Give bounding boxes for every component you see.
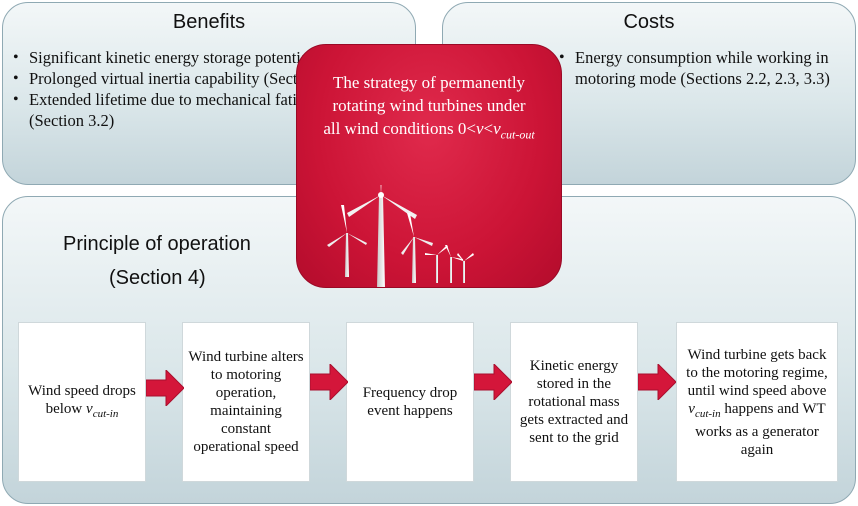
step-3-box: Frequency drop event happens [346, 322, 474, 482]
principle-section: (Section 4) [109, 267, 206, 289]
turbine-blade [457, 253, 464, 261]
turbine-blade [437, 245, 448, 255]
right-arrow-icon [474, 364, 512, 400]
right-arrow-icon [638, 364, 676, 400]
strategy-line: rotating wind turbines under [332, 96, 526, 115]
step-2-box: Wind turbine alters to motoring operatio… [182, 322, 310, 482]
step-2-text: Wind turbine alters to motoring operatio… [188, 349, 304, 455]
strategy-text: The strategy of permanently rotating win… [305, 71, 553, 146]
turbine-tower [377, 195, 385, 287]
turbine-blade [464, 253, 474, 261]
turbine-tower [463, 261, 465, 283]
turbine-blade [414, 237, 433, 246]
turbine-blade [341, 205, 347, 233]
cutin-subscript: cut-in [694, 407, 721, 420]
cost-item: Energy consumption while working in moto… [555, 47, 845, 89]
strategy-line-prefix: all wind conditions 0< [323, 119, 476, 138]
strategy-line: The strategy of permanently [332, 73, 526, 92]
step-1-box: Wind speed drops below vcut-in [18, 322, 146, 482]
right-arrow-icon [310, 364, 348, 400]
cutin-subscript: cut-in [92, 407, 119, 420]
turbine-blade [380, 185, 382, 195]
turbine-tower [450, 257, 452, 283]
turbine-blade [445, 245, 451, 257]
step-4-text: Kinetic energy stored in the rotational … [519, 358, 629, 446]
strategy-card: The strategy of permanently rotating win… [296, 44, 562, 288]
v-cutout-symbol: v [493, 119, 501, 138]
turbine-blade [347, 233, 367, 245]
step-5-text: Wind turbine gets back to the motoring r… [681, 346, 833, 459]
cutout-subscript: cut-out [500, 127, 535, 142]
step-5-label-a: Wind turbine gets back to the motoring r… [686, 346, 828, 399]
turbine-tower [345, 233, 349, 277]
principle-title: Principle of operation [63, 233, 251, 255]
turbine-tower [436, 255, 438, 283]
turbine-blade [407, 213, 414, 237]
turbine-tower [412, 237, 416, 283]
step-1-text: Wind speed drops below vcut-in [23, 382, 141, 423]
benefit-item: Prolonged virtual inertia capability (Se… [9, 68, 409, 89]
turbine-blade [425, 253, 437, 255]
turbine-blade [327, 233, 347, 247]
step-5-label-b: happens and WT works as a generator agai… [695, 400, 826, 458]
costs-list: Energy consumption while working in moto… [555, 47, 845, 89]
less-than-symbol: < [483, 119, 494, 138]
v-symbol: v [688, 400, 695, 417]
strategy-line: all wind conditions 0<v<vcut-out [305, 117, 553, 146]
wind-turbine-icon [327, 185, 474, 287]
costs-title: Costs [623, 11, 675, 33]
turbine-blade [347, 195, 381, 217]
v-symbol: v [86, 400, 93, 417]
turbine-blade [381, 195, 417, 219]
benefits-title: Benefits [172, 11, 246, 33]
step-3-text: Frequency drop event happens [362, 385, 458, 419]
step-1-label: Wind speed drops below [28, 382, 136, 417]
turbine-blade [401, 237, 414, 255]
step-5-box: Wind turbine gets back to the motoring r… [676, 322, 838, 482]
right-arrow-icon [146, 370, 184, 406]
v-symbol: v [475, 119, 484, 138]
step-4-box: Kinetic energy stored in the rotational … [510, 322, 638, 482]
turbine-blade [451, 257, 463, 261]
